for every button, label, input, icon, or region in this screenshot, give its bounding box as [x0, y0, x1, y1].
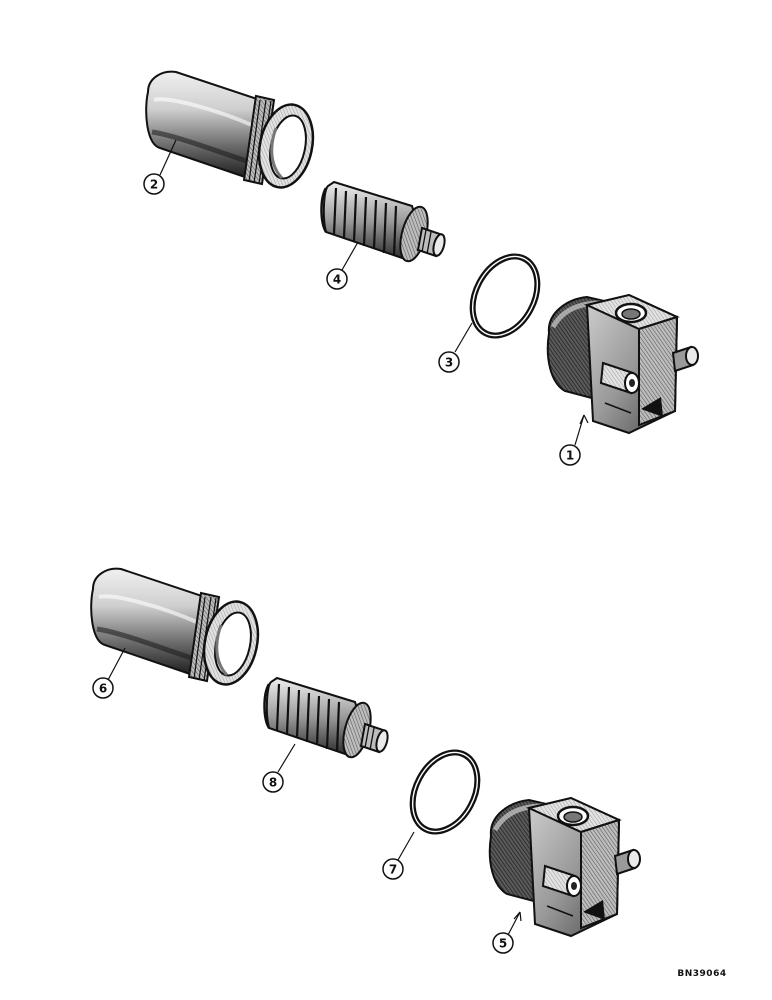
callout-1: 1	[559, 444, 581, 466]
filter-head-part-1	[548, 295, 698, 433]
o-ring-part-3	[469, 253, 541, 339]
svg-text:2: 2	[150, 178, 158, 192]
svg-text:4: 4	[333, 273, 341, 287]
top-assembly: 2 4 3 1	[143, 72, 698, 466]
filter-element-part-8	[263, 676, 391, 762]
leader-lines-bottom	[107, 647, 522, 936]
bottom-assembly: 6 8 7 5	[91, 569, 640, 954]
filter-element-part-4	[320, 180, 448, 266]
o-ring-part-7	[409, 749, 481, 835]
svg-text:1: 1	[566, 449, 574, 463]
svg-text:5: 5	[499, 937, 507, 951]
svg-text:3: 3	[445, 356, 453, 370]
callout-4: 4	[326, 268, 348, 290]
svg-text:8: 8	[269, 776, 277, 790]
callout-7: 7	[382, 858, 404, 880]
svg-text:6: 6	[99, 682, 107, 696]
drawing-code: BN39064	[677, 969, 726, 979]
callout-5: 5	[492, 932, 514, 954]
canister-part-2	[146, 72, 320, 193]
callout-3: 3	[438, 351, 460, 373]
callout-6: 6	[92, 677, 114, 699]
leader-lines-top	[159, 139, 589, 446]
svg-text:7: 7	[389, 863, 397, 877]
callout-8: 8	[262, 771, 284, 793]
callout-2: 2	[143, 173, 165, 195]
filter-head-part-5	[490, 798, 640, 936]
canister-part-6	[91, 569, 265, 690]
